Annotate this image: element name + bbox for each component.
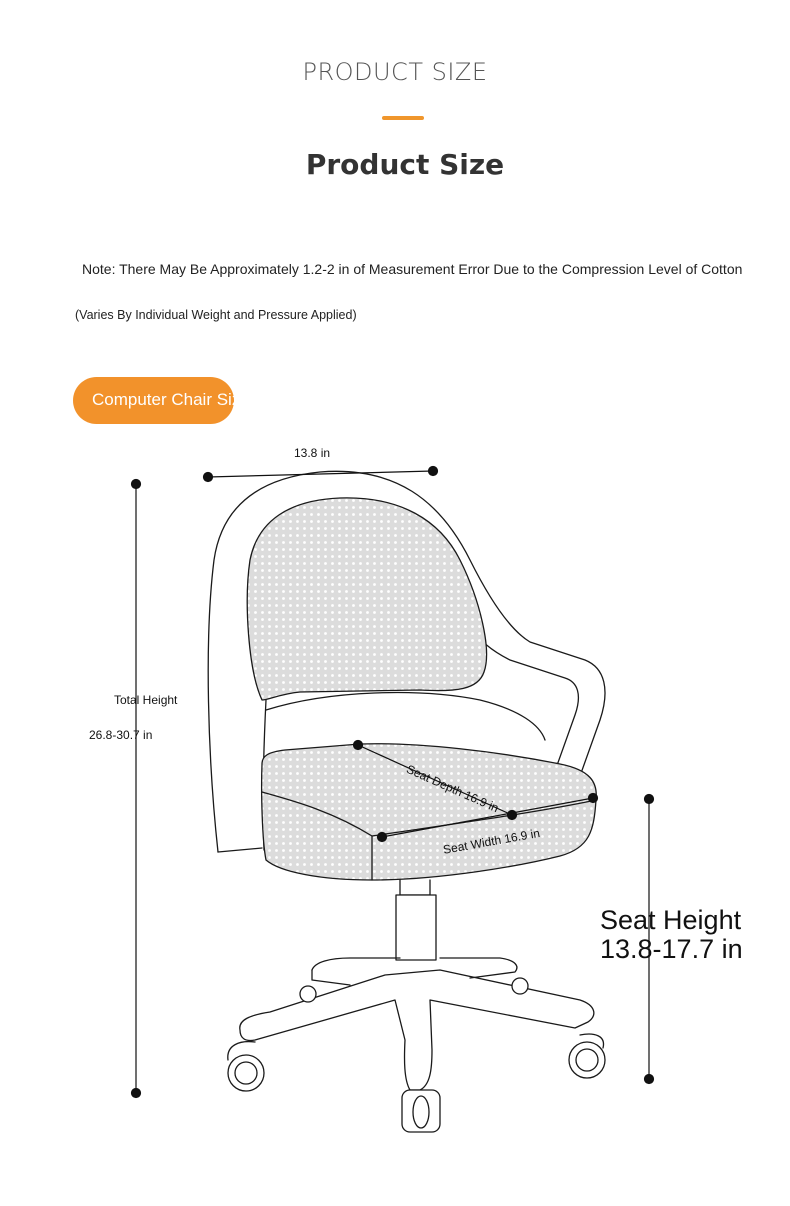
office-chair-icon <box>207 470 606 1133</box>
dimension-endpoint <box>130 1087 142 1099</box>
title-accent-bar <box>382 116 424 120</box>
seat-height-value: 13.8-17.7 in <box>600 934 743 964</box>
page-title: Product Size <box>305 148 505 181</box>
section-title: PRODUCT SIZE <box>302 58 488 86</box>
dimension-endpoint <box>643 1073 655 1085</box>
dimension-endpoint <box>202 471 214 483</box>
backrest-width-line <box>207 470 434 478</box>
measurement-subnote: (Varies By Individual Weight and Pressur… <box>75 308 357 322</box>
category-tab-computer-chair[interactable]: Computer Chair Size <box>73 377 250 424</box>
seat-height-callout: Seat Height 13.8-17.7 in <box>600 906 743 964</box>
dimension-endpoint <box>352 739 364 751</box>
category-tab-label: Computer Chair Size <box>92 390 250 409</box>
measurement-note: Note: There May Be Approximately 1.2-2 i… <box>82 261 743 277</box>
seat-height-title: Seat Height <box>600 905 742 935</box>
seat-depth-line <box>357 744 513 816</box>
total-height-value: 26.8-30.7 in <box>89 728 153 742</box>
dimension-endpoint <box>587 792 599 804</box>
dimension-lines <box>130 465 655 1099</box>
dimension-endpoint <box>376 831 388 843</box>
backrest-width-label: 13.8 in <box>294 446 331 460</box>
dimension-endpoint <box>130 478 142 490</box>
total-height-label: Total Height <box>114 693 178 707</box>
dimension-endpoint <box>427 465 439 477</box>
seat-width-line <box>381 797 594 838</box>
dimension-endpoint <box>643 793 655 805</box>
